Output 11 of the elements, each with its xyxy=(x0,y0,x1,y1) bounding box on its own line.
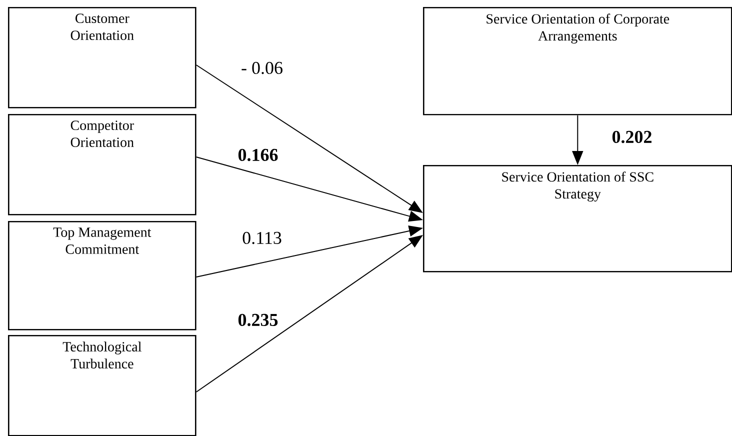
factor-box: Service Orientation of Corporate Arrangements xyxy=(423,7,732,116)
factor-box: Top Management Commitment xyxy=(8,221,196,330)
factor-box: Competitor Orientation xyxy=(8,114,196,216)
edge-label: 0.113 xyxy=(241,230,283,246)
edge-label: 0.166 xyxy=(236,148,280,162)
factor-box: Customer Orientation xyxy=(8,7,196,108)
factor-box: Service Orientation of SSC Strategy xyxy=(423,165,732,272)
factor-box: Technological Turbulence xyxy=(8,335,196,436)
edge-label: 0.202 xyxy=(610,130,654,144)
edge-label: 0.235 xyxy=(236,312,280,328)
edge-label: - 0.06 xyxy=(240,60,284,76)
